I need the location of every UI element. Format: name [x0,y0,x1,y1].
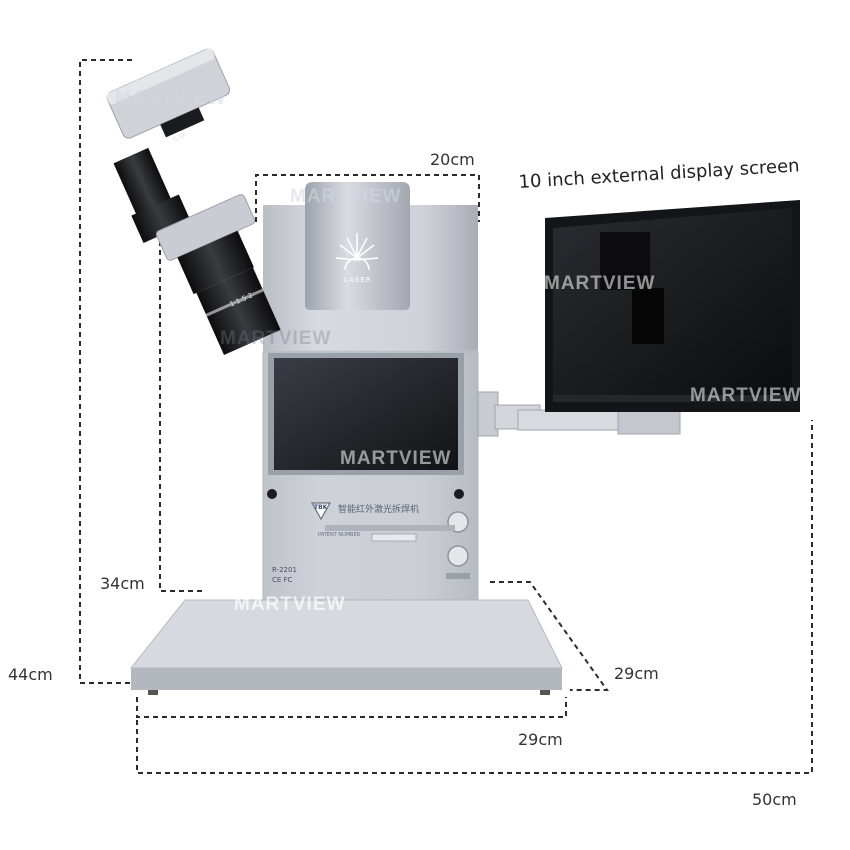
watermark-6: MARTVIEW [340,448,452,469]
laser-label: LASER [344,276,372,284]
tbk-badge-label: TBK [314,504,328,511]
dim-50cm-label: 50cm [752,790,797,809]
device-title-cn: 智能红外激光拆焊机 [338,505,420,515]
dim-29cm-width-line [136,697,567,718]
dim-44cm-label: 44cm [8,665,53,684]
dim-20cm-label: 20cm [430,150,475,169]
base-plate [129,599,563,695]
watermark-4: MARTVIEW [544,273,656,294]
watermark-7: MARTVIEW [234,594,346,615]
dim-29cm-depth-label: 29cm [614,664,659,683]
dim-44cm-line [79,59,132,684]
dim-34cm-label: 34cm [100,574,145,593]
watermark-2: MARTVIEW [290,186,402,207]
front-touch-screen [268,353,464,475]
microscope-camera [106,48,231,139]
tbk-badge [310,502,455,542]
laser-head [305,182,410,310]
patent-label: PATENT NUMBER [318,532,361,538]
dim-29cm-width-label: 29cm [518,730,563,749]
watermark-5: MARTVIEW [690,385,802,406]
model-label: R-2201 [272,566,297,574]
external-monitor [545,200,800,412]
microscope-lens [113,147,281,355]
watermark-1: MARTVIEW [115,88,227,109]
cert-label: CE FC [272,576,293,584]
watermark-3: MARTVIEW [220,328,332,349]
front-knobs [267,489,470,579]
dim-29cm-depth-line [490,581,609,691]
dim-50cm-line [136,420,813,774]
